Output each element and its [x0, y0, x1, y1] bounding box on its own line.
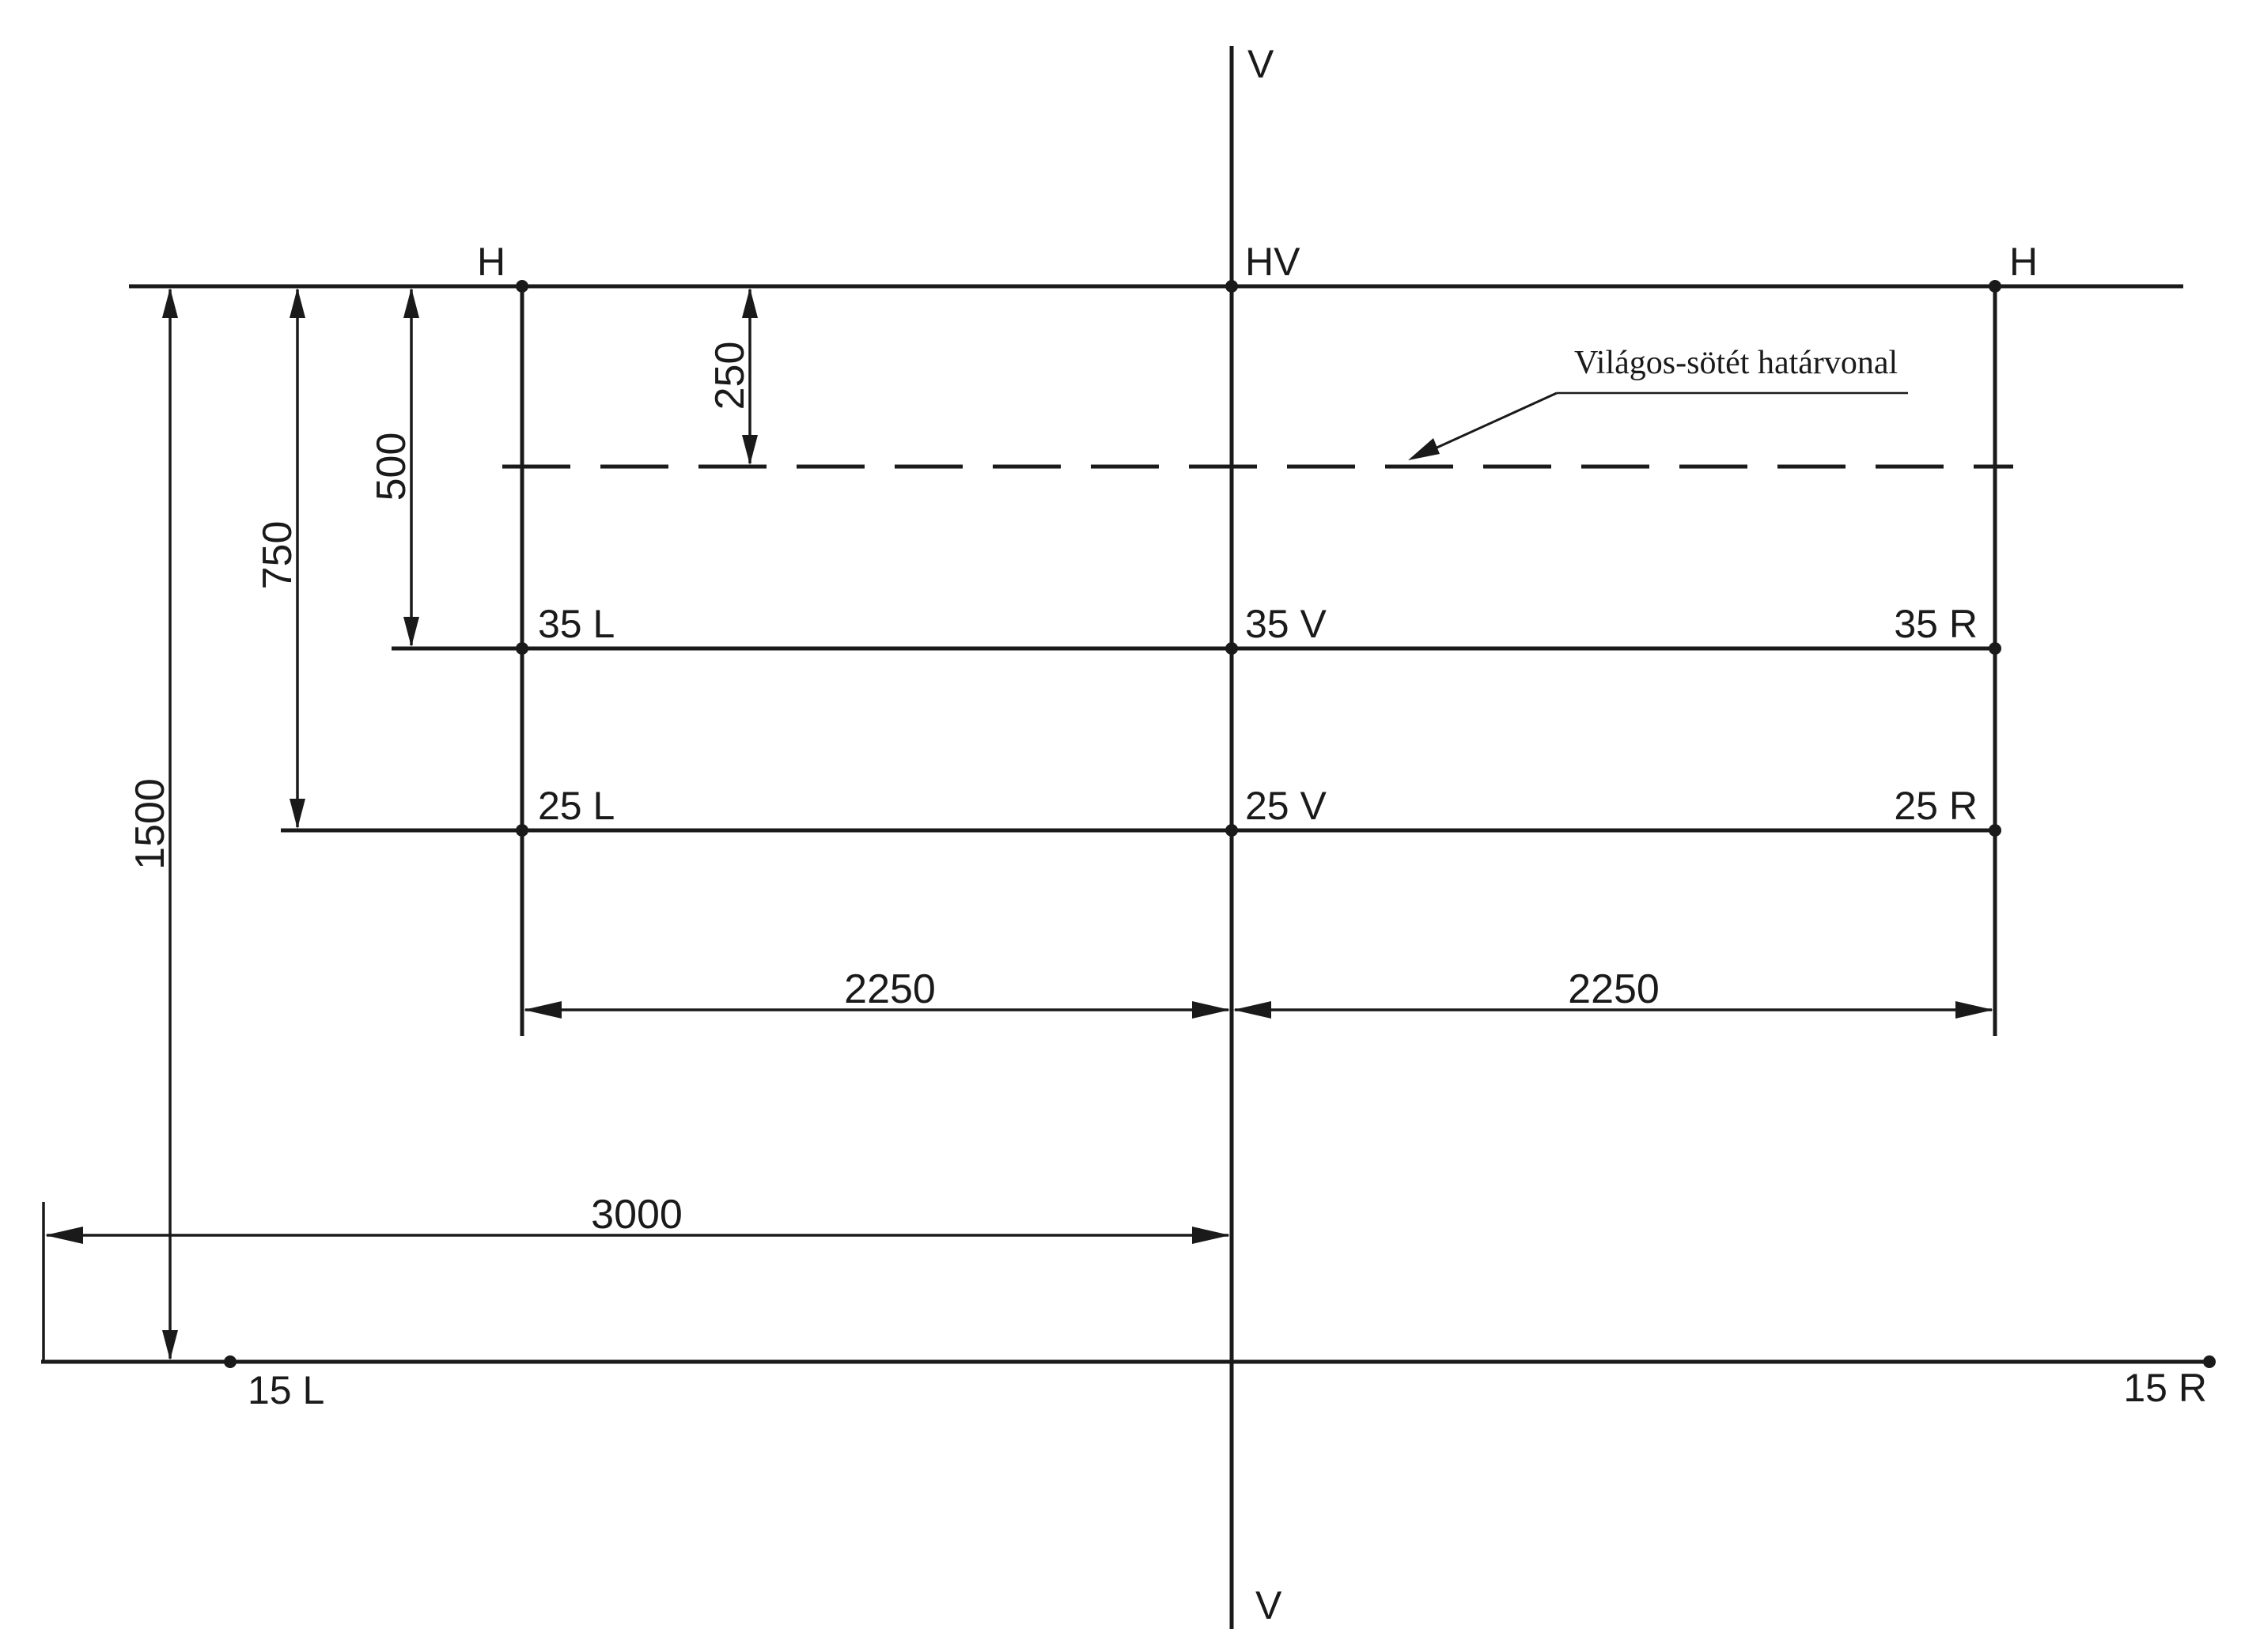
dim-500-label: 500 [369, 433, 415, 501]
dim-3000-label: 3000 [591, 1192, 683, 1238]
label-v-top: V [1247, 42, 1274, 86]
dim-3000-arrow-right [1192, 1227, 1230, 1244]
dim-500-arrow-top [403, 288, 419, 318]
point-35l [516, 642, 528, 655]
label-25v: 25 V [1245, 784, 1327, 828]
cutoff-leader-line [1415, 391, 1558, 459]
point-25l [516, 824, 528, 837]
dim-2250-right-label: 2250 [1568, 966, 1660, 1012]
dim-1500-arrow-top [162, 288, 178, 318]
dim-750-label: 750 [255, 521, 301, 590]
dim-500-arrow-bottom [403, 617, 419, 647]
label-hv: HV [1245, 240, 1300, 284]
dim-750-arrow-bottom [290, 799, 305, 829]
label-35r: 35 R [1894, 602, 1978, 646]
point-h-left [516, 280, 528, 293]
label-25l: 25 L [538, 784, 615, 828]
point-hv [1225, 280, 1238, 293]
label-h-left: H [477, 240, 505, 284]
dim-2250-right-arrow-left [1233, 1001, 1271, 1019]
point-25v [1225, 824, 1238, 837]
point-h-right [1989, 280, 2001, 293]
dim-2250-left-arrow-right [1192, 1001, 1230, 1019]
dim-250-arrow-bottom [742, 435, 758, 465]
point-15l [224, 1355, 237, 1368]
label-35l: 35 L [538, 602, 615, 646]
dim-2250-left-arrow-left [524, 1001, 562, 1019]
label-35v: 35 V [1245, 602, 1327, 646]
dim-2250-right-arrow-right [1955, 1001, 1993, 1019]
label-v-bottom: V [1255, 1583, 1282, 1627]
label-15l: 15 L [248, 1368, 324, 1412]
dim-1500-label: 1500 [127, 778, 173, 870]
dim-2250-left-label: 2250 [844, 966, 936, 1012]
dim-3000-arrow-left [45, 1227, 83, 1244]
label-15r: 15 R [2123, 1366, 2207, 1410]
point-35v [1225, 642, 1238, 655]
dim-250-arrow-top [742, 288, 758, 318]
cutoff-label: Világos-sötét határvonal [1574, 345, 1898, 381]
label-h-right: H [2009, 240, 2038, 284]
dim-1500-arrow-bottom [162, 1330, 178, 1360]
dim-750-arrow-top [290, 288, 305, 318]
point-15r [2203, 1355, 2216, 1368]
dim-250-label: 250 [707, 342, 753, 410]
label-25r: 25 R [1894, 784, 1978, 828]
point-35r [1989, 642, 2001, 655]
cutoff-leader-arrowhead [1408, 438, 1440, 460]
point-25r [1989, 824, 2001, 837]
